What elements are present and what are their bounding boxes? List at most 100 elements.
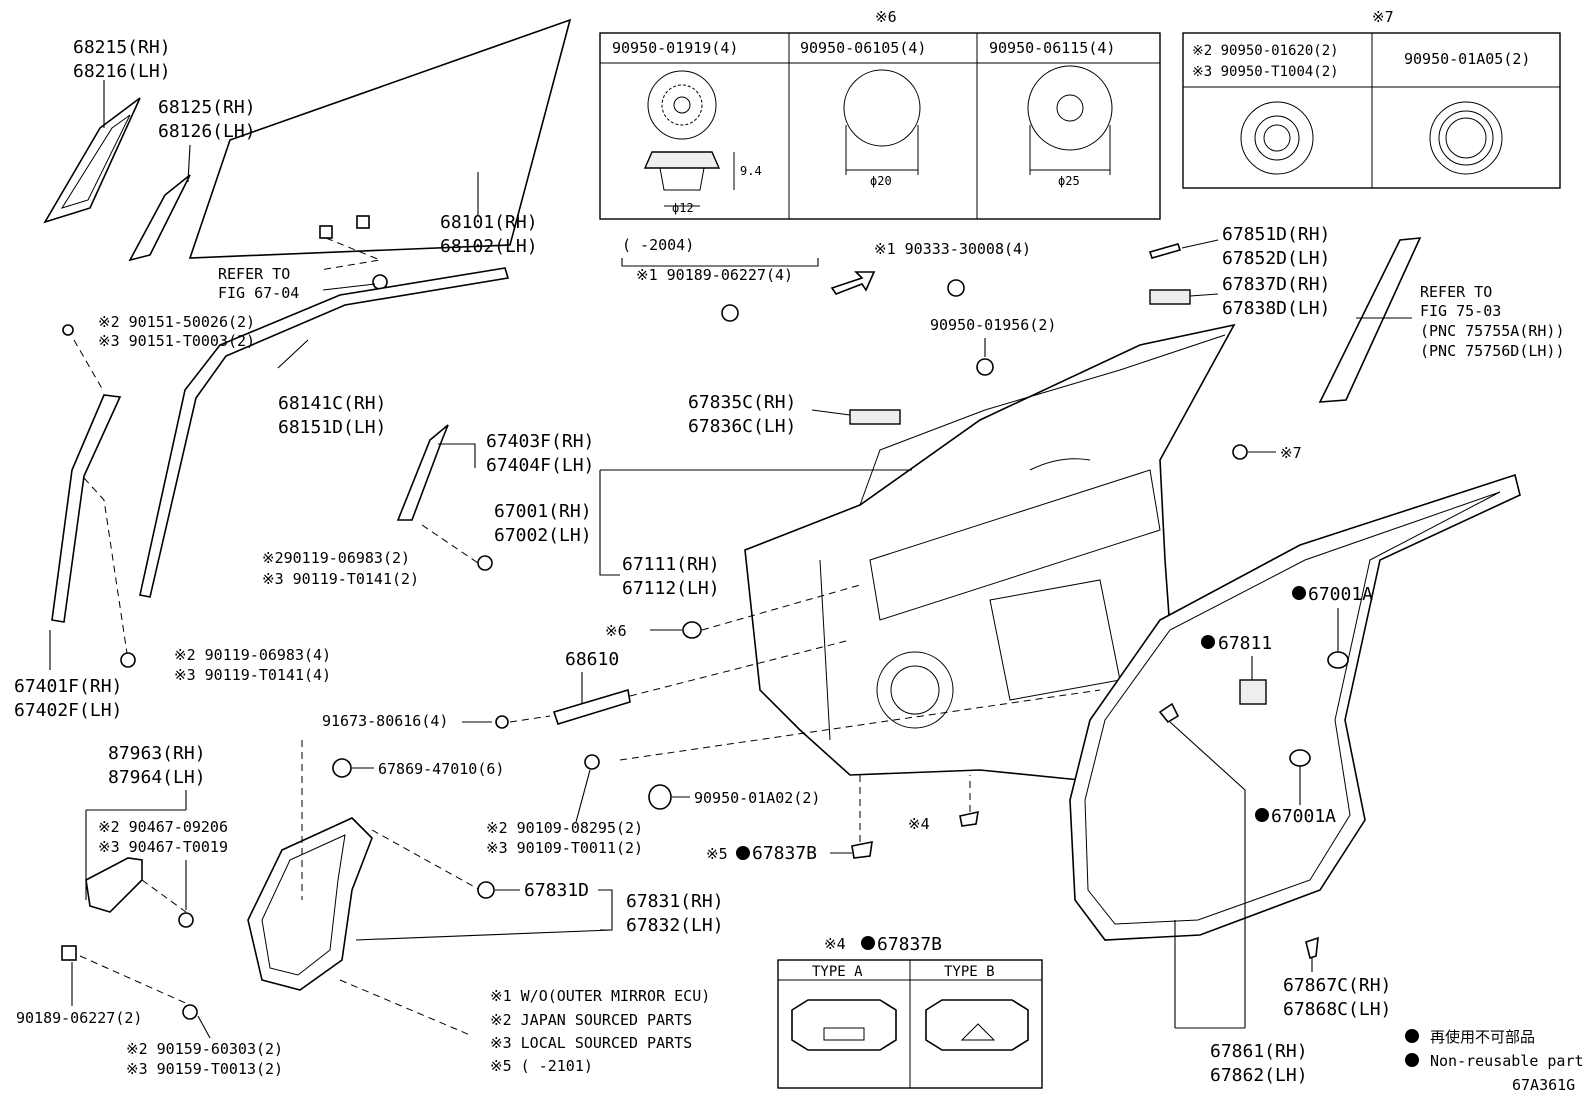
trim-clip-icon xyxy=(1148,243,1182,259)
note6-col1-width: ϕ12 xyxy=(672,201,694,215)
note6-col2-part: 90950-06105(4) xyxy=(800,39,926,57)
callout-67869: 67869-47010(6) xyxy=(378,760,504,778)
glass-clip-icon xyxy=(319,215,370,239)
lead-67831 xyxy=(355,929,613,941)
pillar-garnish xyxy=(1318,237,1422,403)
division-bar xyxy=(396,424,449,521)
note6-box: ※6 90950-01919(4) 90950-06105(4) 90950-0… xyxy=(599,8,1161,220)
clip-type-a-icon xyxy=(791,999,897,1051)
callout-67837B: 67837B xyxy=(752,843,817,864)
callout-n2-bolt-d: ※2 90109-08295(2) xyxy=(486,819,643,837)
callout-67001: 67001(RH) xyxy=(494,501,592,522)
callout-67401: 67401F(RH) xyxy=(14,676,122,697)
door-panel xyxy=(744,323,1236,781)
grommet-icon-1 xyxy=(976,358,994,376)
bolt-icon-6 xyxy=(182,1004,198,1020)
screw-dash-1 xyxy=(73,339,105,393)
callout-67002: 67002(LH) xyxy=(494,525,592,546)
note4-type-b: TYPE B xyxy=(944,964,995,980)
callout-n3-bolt-b: ※3 90119-T0141(2) xyxy=(262,570,419,588)
callout-68141: 68141C(RH) xyxy=(278,393,386,414)
refer2-line3: (PNC 75755A(RH)) xyxy=(1420,322,1565,340)
bolt-dash-1 xyxy=(83,477,129,661)
legend-jp: 再使用不可部品 xyxy=(1430,1028,1535,1046)
door-check xyxy=(552,688,631,725)
callout-67831: 67831(RH) xyxy=(626,891,724,912)
callout-90950-01A02: 90950-01A02(2) xyxy=(694,789,820,807)
trim-clip-icon-2 xyxy=(332,758,352,778)
note6-col3-width: ϕ25 xyxy=(1058,174,1080,188)
note6-col2-width: ϕ20 xyxy=(870,174,892,188)
clip-icon-3 xyxy=(1158,702,1180,724)
cover-dash-2 xyxy=(371,829,481,891)
clip-icon-4 xyxy=(1305,936,1319,960)
handle-frame xyxy=(849,409,901,425)
stopper-icon xyxy=(1149,289,1191,305)
refer1-line2: FIG 67-04 xyxy=(218,284,299,302)
callout-n3-nut: ※3 90467-T0019 xyxy=(98,838,228,856)
lead-67001-bracket xyxy=(599,470,620,576)
callout-91673: 91673-80616(4) xyxy=(322,712,448,730)
bolt-icon-1 xyxy=(120,652,136,668)
ring-grommet-icon xyxy=(1429,101,1503,175)
clip-icon xyxy=(947,279,965,297)
note-1: ※1 W/O(OUTER MIRROR ECU) xyxy=(490,987,710,1005)
callout-68610: 68610 xyxy=(565,649,619,670)
note7-col1-line2: ※3 90950-T1004(2) xyxy=(1192,64,1339,80)
refer2-line1: REFER TO xyxy=(1420,283,1492,301)
non-reusable-dot-3 xyxy=(1201,635,1215,649)
lead-67831-bracket xyxy=(598,889,613,931)
callout-n3-bolt-c: ※3 90119-T0141(4) xyxy=(174,666,331,684)
glass-bolt-dash xyxy=(319,237,382,271)
lead-68125 xyxy=(187,144,191,183)
seal-plug-icon-2 xyxy=(1289,749,1311,767)
callout-n7: ※7 xyxy=(1280,444,1302,462)
callout-90189: 90189-06227(2) xyxy=(16,1009,142,1027)
plug-25-icon xyxy=(1027,65,1113,175)
callout-67862: 67862(LH) xyxy=(1210,1065,1308,1086)
callout-68216: 68216(LH) xyxy=(73,61,171,82)
lead-68141 xyxy=(277,339,309,369)
note4-marker: ※4 xyxy=(824,935,846,953)
mirror-ecu-module xyxy=(85,857,143,913)
note6-col3-part: 90950-06115(4) xyxy=(989,39,1115,57)
callout-67111: 67111(RH) xyxy=(622,554,720,575)
callout-67868: 67868C(LH) xyxy=(1283,999,1391,1020)
nut-dash xyxy=(141,879,187,913)
plug-dash xyxy=(701,584,861,631)
run-channel xyxy=(139,267,510,598)
note4-box: ※4 67837B TYPE A TYPE B xyxy=(777,934,1043,1089)
non-reusable-dot-1 xyxy=(736,846,750,860)
arrow-icon xyxy=(830,271,876,295)
note-2: ※2 JAPAN SOURCED PARTS xyxy=(490,1011,692,1029)
bolt-icon-4 xyxy=(495,715,509,729)
quarter-window-frame xyxy=(43,97,141,224)
bolt4-dash xyxy=(509,715,551,723)
callout-n2-nut: ※2 90467-09206 xyxy=(98,818,228,836)
non-reusable-dot-5 xyxy=(861,936,875,950)
note7-col1-line1: ※2 90950-01620(2) xyxy=(1192,43,1339,59)
callout-67403: 67403F(RH) xyxy=(486,431,594,452)
legend-dot-jp xyxy=(1405,1029,1419,1043)
note7-marker: ※7 xyxy=(1372,8,1394,26)
callout-n2-bolt-b: ※290119-06983(2) xyxy=(262,549,410,567)
callout-n1-bolt: ※1 90189-06227(4) xyxy=(636,266,793,284)
note6-marker: ※6 xyxy=(875,8,897,26)
grommet-icon-3 xyxy=(648,784,672,810)
callout-68101: 68101(RH) xyxy=(440,212,538,233)
callout-67001A-1: 67001A xyxy=(1308,584,1373,605)
callout-n4: ※4 xyxy=(908,815,930,833)
callout-n3-bolt-d: ※3 90109-T0011(2) xyxy=(486,839,643,857)
bolt6-dash xyxy=(79,955,191,1006)
callout-67402: 67402F(LH) xyxy=(14,700,122,721)
callout-67838: 67838D(LH) xyxy=(1222,298,1330,319)
service-hole-cover-inner xyxy=(261,834,346,976)
clip-icon-2 xyxy=(851,840,873,859)
callout-68151: 68151D(LH) xyxy=(278,417,386,438)
callout-n1-clip: ※1 90333-30008(4) xyxy=(874,240,1031,258)
plug-20-icon xyxy=(843,69,921,175)
callout-68125: 68125(RH) xyxy=(158,97,256,118)
gear-grommet-icon xyxy=(1240,101,1314,175)
note4-part: 67837B xyxy=(877,934,942,955)
